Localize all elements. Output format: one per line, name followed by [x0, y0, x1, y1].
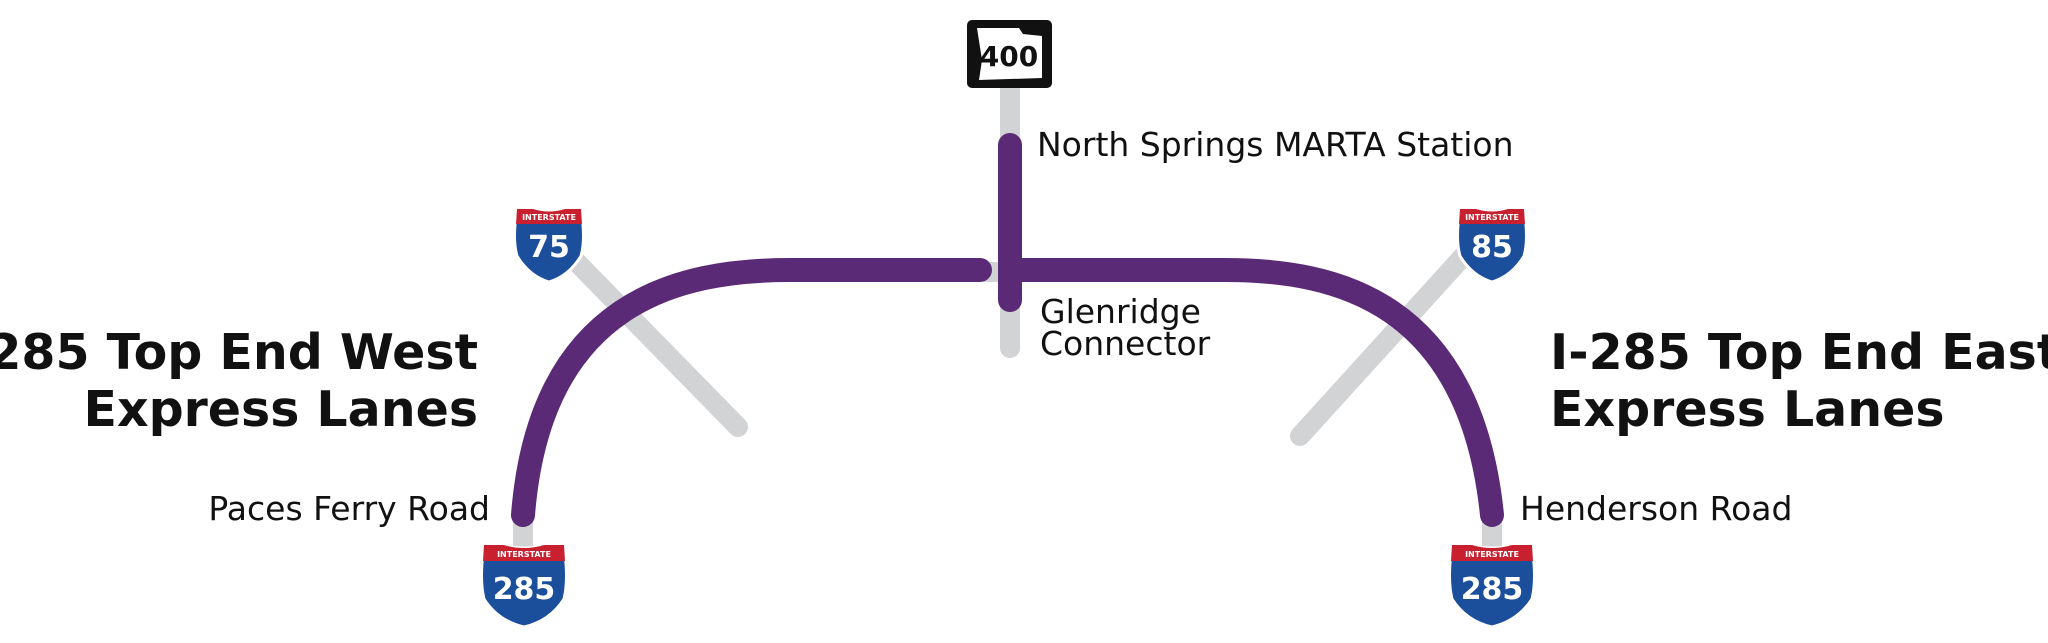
label-glenridge-line2: Connector: [1040, 324, 1211, 363]
label-north-springs: North Springs MARTA Station: [1037, 125, 1514, 164]
express-lane-east: [1008, 258, 1504, 527]
sr400-shield-icon: 400: [967, 20, 1052, 88]
i285-east-header: INTERSTATE: [1465, 550, 1519, 559]
i285-west-shield-icon: INTERSTATE 285: [480, 543, 568, 629]
road-i75: [545, 230, 748, 437]
i75-shield-icon: INTERSTATE 75: [513, 207, 585, 284]
sr400-number: 400: [980, 40, 1038, 73]
title-west-line1: I-285 Top End West: [0, 324, 478, 381]
i75-number: 75: [528, 230, 570, 265]
road-i85: [1290, 230, 1488, 446]
express-lane-west: [511, 258, 992, 527]
i285-east-number: 285: [1461, 572, 1524, 607]
label-glenridge-line1: Glenridge: [1040, 292, 1201, 331]
i285-west-number: 285: [493, 572, 556, 607]
i75-header: INTERSTATE: [522, 213, 576, 222]
i285-east-shield-icon: INTERSTATE 285: [1448, 543, 1536, 629]
title-west-line2: Express Lanes: [83, 381, 478, 438]
express-lanes: [511, 133, 1504, 527]
i285-west-header: INTERSTATE: [497, 550, 551, 559]
title-east-line1: I-285 Top End East: [1550, 324, 2048, 381]
i85-number: 85: [1471, 230, 1513, 265]
label-henderson: Henderson Road: [1520, 489, 1792, 528]
title-east-line2: Express Lanes: [1550, 381, 1945, 438]
i85-shield-icon: INTERSTATE 85: [1456, 207, 1528, 284]
i85-header: INTERSTATE: [1465, 213, 1519, 222]
label-paces-ferry: Paces Ferry Road: [208, 489, 490, 528]
